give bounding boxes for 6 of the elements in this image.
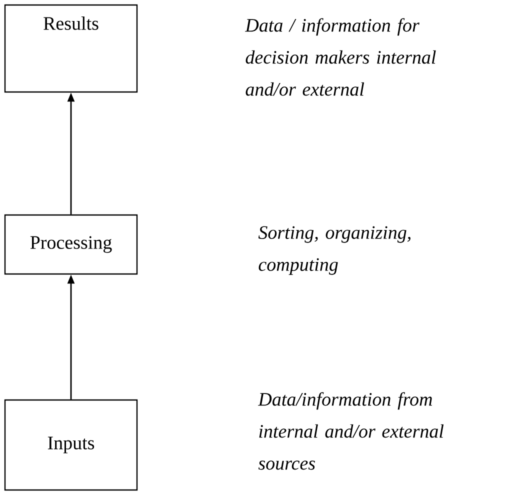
annotation-text: Data / information for decision makers internal and/or external [244, 18, 436, 96]
process-box: Results [4, 4, 138, 93]
process-box: Inputs [4, 399, 138, 491]
annotation-text: Data/information from internal and/or external sources [258, 392, 444, 470]
annotation-text: Sorting, organizing, computing [258, 226, 410, 275]
process-box: Processing [4, 214, 138, 275]
